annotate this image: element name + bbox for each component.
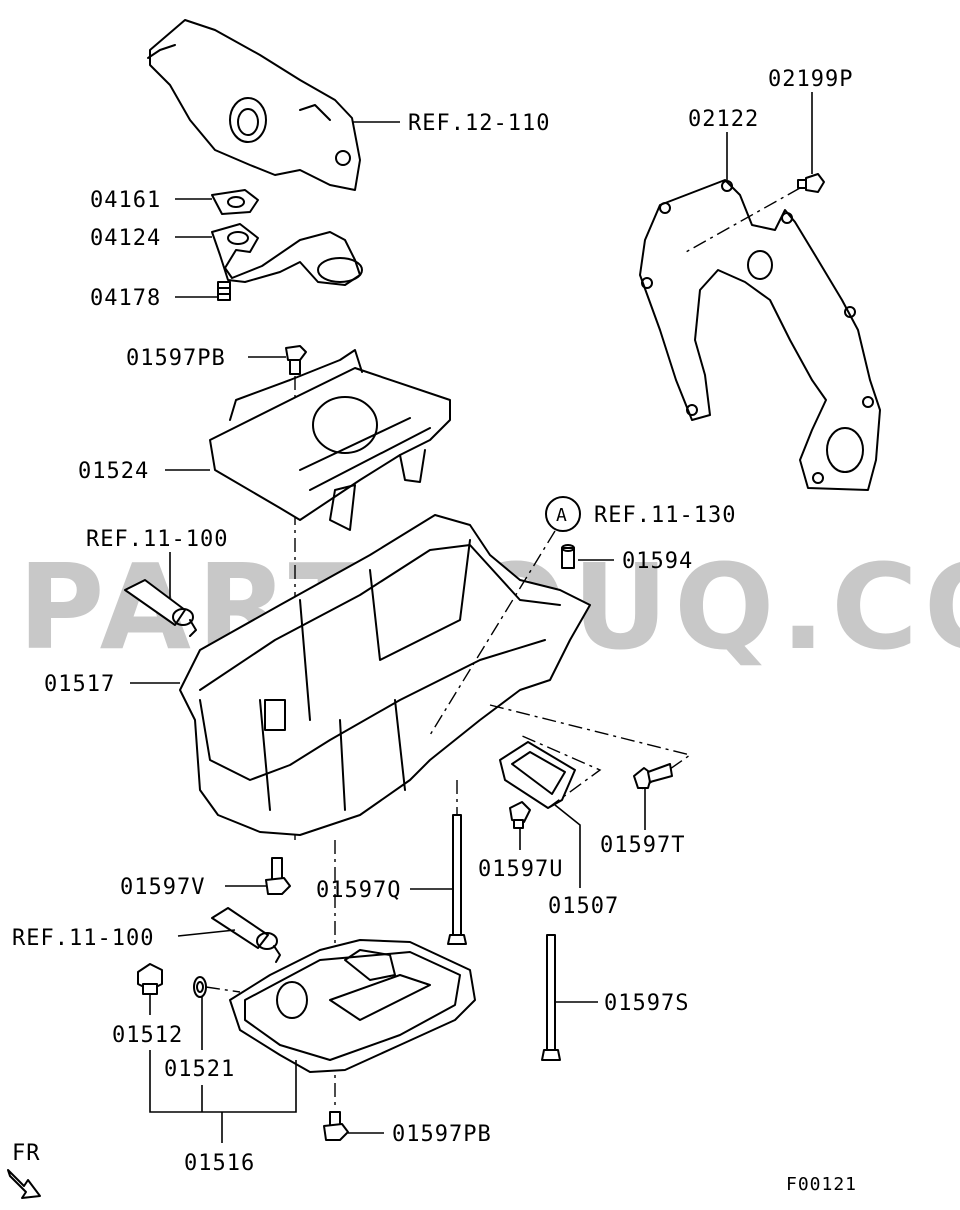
part-04124-label[interactable]: 04124 [90,226,161,251]
direction-label: FR [12,1141,41,1166]
part-01597u-label[interactable]: 01597U [478,857,563,882]
lower-oil-pan-01516[interactable] [229,939,476,1073]
drain-plug-01512[interactable] [137,963,163,995]
sealant-tube-lower[interactable] [211,907,281,963]
ref-11-100-lower-label[interactable]: REF.11-100 [12,926,154,951]
assembly-line-washer [205,986,241,993]
bracket-01516 [149,1050,297,1113]
oil-pump-body[interactable] [147,19,361,191]
part-04178-label[interactable]: 04178 [90,286,161,311]
ref-11-100-upper-label[interactable]: REF.11-100 [86,527,228,552]
cover-plate-01507[interactable] [499,741,576,809]
gasket-04161[interactable] [211,189,259,215]
bolt-01597v[interactable] [265,857,291,895]
part-01594-label[interactable]: 01594 [622,549,693,574]
bolt-01597q[interactable] [447,814,467,945]
part-01521-label[interactable]: 01521 [164,1057,235,1082]
part-02122-label[interactable]: 02122 [688,107,759,132]
ref-11-130-label[interactable]: REF.11-130 [594,503,736,528]
bolt-04178[interactable] [217,281,231,301]
bolt-01597pb-bottom[interactable] [323,1111,349,1141]
sealant-tube-upper[interactable] [124,579,197,637]
diagram-code: F00121 [786,1174,857,1195]
washer-01521[interactable] [193,976,207,998]
ref-12-110-label[interactable]: REF.12-110 [408,111,550,136]
callout-a-letter: A [556,505,568,526]
part-01597q-label[interactable]: 01597Q [316,878,401,903]
part-01597s-label[interactable]: 01597S [604,991,689,1016]
leader-ref-11-100-b [177,929,236,937]
part-01512-label[interactable]: 01512 [112,1023,183,1048]
bolt-01597pb-top[interactable] [285,345,307,375]
bolt-02199p[interactable] [797,173,825,193]
part-01597v-label[interactable]: 01597V [120,875,205,900]
part-01524-label[interactable]: 01524 [78,459,149,484]
upper-oil-pan-01517[interactable] [179,514,591,836]
part-02199p-label[interactable]: 02199P [768,67,853,92]
baffle-plate-01524[interactable] [209,349,451,531]
part-04161-label[interactable]: 04161 [90,188,161,213]
assembly-line-plate [685,187,801,253]
part-01517-label[interactable]: 01517 [44,672,115,697]
front-arrow-icon [7,1169,41,1199]
dowel-01594[interactable] [561,544,575,569]
callout-a[interactable]: A [545,496,581,532]
oil-strainer-04124[interactable] [211,223,363,286]
part-01597pb-bottom-label[interactable]: 01597PB [392,1122,492,1147]
leader-01507 [554,804,581,888]
assembly-line-callout [429,530,556,736]
part-01597pb-top-label[interactable]: 01597PB [126,346,226,371]
part-01597t-label[interactable]: 01597T [600,833,685,858]
bolt-01597s[interactable] [541,934,561,1061]
bolt-01597u[interactable] [509,801,531,829]
rear-plate-02122[interactable] [639,179,881,491]
part-01516-label[interactable]: 01516 [184,1151,255,1176]
part-01507-label[interactable]: 01507 [548,894,619,919]
bolt-01597t[interactable] [633,763,673,789]
